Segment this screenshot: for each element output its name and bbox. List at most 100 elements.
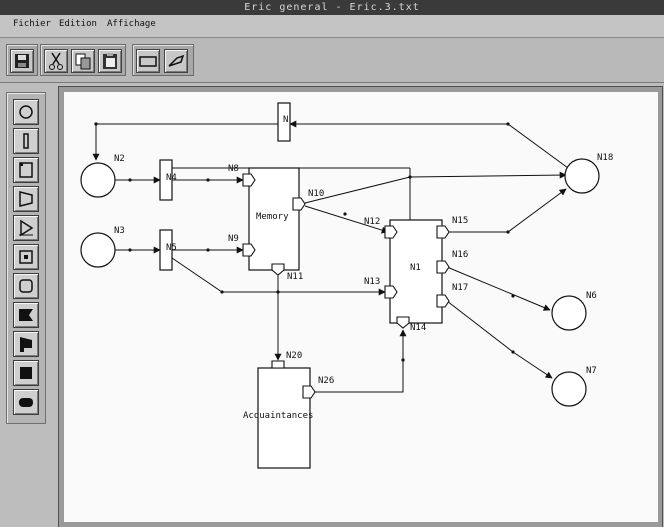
link-icon: [168, 54, 185, 67]
port-n15[interactable]: [436, 225, 450, 239]
box-memory[interactable]: [248, 167, 300, 271]
save-icon: [15, 54, 29, 68]
cut-icon: [49, 52, 63, 70]
triangle-tool-icon: [19, 219, 34, 237]
tool-circle[interactable]: [13, 99, 39, 125]
label-n26: N26: [318, 376, 334, 386]
diagram-svg: N N2 N3 N4 N5 N8 N9 N10 N11 N12 N13 N14 …: [80, 102, 613, 469]
paste-icon: [103, 53, 117, 69]
tool-filled-rect[interactable]: [13, 360, 39, 386]
paste-button[interactable]: [98, 49, 122, 73]
port-n10[interactable]: [292, 197, 306, 211]
bar-nodes: [159, 102, 291, 271]
port-n14[interactable]: [396, 316, 410, 329]
waypoints: [94, 122, 515, 362]
node-n18[interactable]: [564, 158, 600, 194]
port-n8[interactable]: [242, 173, 256, 187]
label-n16: N16: [452, 250, 468, 260]
label-n12: N12: [364, 217, 380, 227]
node-n2[interactable]: [80, 162, 116, 198]
tool-bar[interactable]: [13, 128, 39, 154]
box-acquaintances[interactable]: [257, 367, 311, 469]
label-n-top: N: [283, 115, 288, 125]
label-n4: N4: [166, 173, 177, 183]
tool-flag[interactable]: [13, 331, 39, 357]
flag-tool-icon: [20, 337, 32, 352]
menu-affichage[interactable]: Affichage: [107, 19, 156, 29]
node-n4[interactable]: [159, 159, 173, 201]
menu-edition[interactable]: Edition: [59, 19, 97, 29]
node-labels: N N2 N3 N4 N5 N8 N9 N10 N11 N12 N13 N14 …: [114, 115, 613, 421]
diagram-canvas[interactable]: N N2 N3 N4 N5 N8 N9 N10 N11 N12 N13 N14 …: [64, 92, 658, 522]
node-n6[interactable]: [551, 295, 587, 331]
edge-n26-to-n14: [315, 329, 407, 393]
label-n1: N1: [410, 263, 421, 273]
circle-nodes: [80, 158, 600, 407]
port-n16[interactable]: [436, 260, 450, 274]
tool-rounded-port[interactable]: [13, 273, 39, 299]
menu-fichier[interactable]: Fichier: [13, 19, 51, 29]
tool-port[interactable]: [13, 244, 39, 270]
port-n17[interactable]: [436, 294, 450, 308]
label-n5: N5: [166, 243, 177, 253]
node-n3[interactable]: [80, 232, 116, 268]
circle-tool-icon: [19, 105, 33, 119]
label-n13: N13: [364, 277, 380, 287]
label-n8: N8: [228, 164, 239, 174]
port-n11[interactable]: [271, 263, 285, 276]
label-n2: N2: [114, 154, 125, 164]
node-n5[interactable]: [159, 229, 173, 271]
node-n-top[interactable]: [277, 102, 291, 142]
port-n26[interactable]: [302, 385, 316, 399]
tool-triangle[interactable]: [13, 215, 39, 241]
edge-n10-to-n12: [304, 205, 389, 234]
edge-n10-to-n18: [304, 171, 567, 204]
toolbar: [0, 38, 664, 83]
trapezoid-tool-icon: [19, 191, 33, 207]
label-n14: N14: [410, 323, 426, 333]
link-button[interactable]: [164, 49, 188, 73]
label-memory: Memory: [256, 212, 289, 222]
rectangle-icon: [139, 56, 157, 67]
tool-trapezoid[interactable]: [13, 186, 39, 212]
label-n15: N15: [452, 216, 468, 226]
rectangle-button[interactable]: [136, 49, 160, 73]
label-n6: N6: [586, 291, 597, 301]
label-n18: N18: [597, 153, 613, 163]
edge-n18-to-top: [507, 123, 569, 169]
cut-button[interactable]: [44, 49, 68, 73]
save-button[interactable]: [10, 49, 34, 73]
toolbar-group-file: [6, 44, 38, 76]
node-n7[interactable]: [551, 371, 587, 407]
window-title: Eric general - Eric.3.txt: [0, 0, 664, 15]
toolbar-group-edit: [40, 44, 126, 76]
tool-palette: [6, 92, 46, 424]
edge-n16-to-n6: [446, 266, 551, 311]
port-n12[interactable]: [384, 225, 398, 239]
edge-n17-to-n7: [446, 300, 553, 379]
ports: [242, 173, 450, 399]
label-n11: N11: [287, 272, 303, 282]
boxes: [248, 167, 443, 469]
tool-box[interactable]: [13, 157, 39, 183]
label-n20: N20: [286, 351, 302, 361]
filled-rect-tool-icon: [20, 367, 32, 379]
copy-button[interactable]: [71, 49, 95, 73]
port-n13[interactable]: [384, 285, 398, 299]
tool-filled-shape[interactable]: [13, 302, 39, 328]
port-tool-icon: [19, 250, 33, 264]
filled-shape-tool-icon: [19, 309, 33, 321]
port-n9[interactable]: [242, 243, 256, 257]
port-n20[interactable]: [271, 360, 285, 369]
menu-bar: Fichier Edition Affichage: [0, 15, 664, 38]
label-n7: N7: [586, 366, 597, 376]
box-n1[interactable]: [389, 219, 443, 324]
filled-pill-tool-icon: [19, 398, 33, 407]
bar-tool-icon: [23, 133, 29, 149]
toolbar-group-draw: [132, 44, 194, 76]
box-tool-icon: [19, 162, 33, 178]
tool-filled-pill[interactable]: [13, 389, 39, 415]
label-n17: N17: [452, 283, 468, 293]
label-n10: N10: [308, 189, 324, 199]
